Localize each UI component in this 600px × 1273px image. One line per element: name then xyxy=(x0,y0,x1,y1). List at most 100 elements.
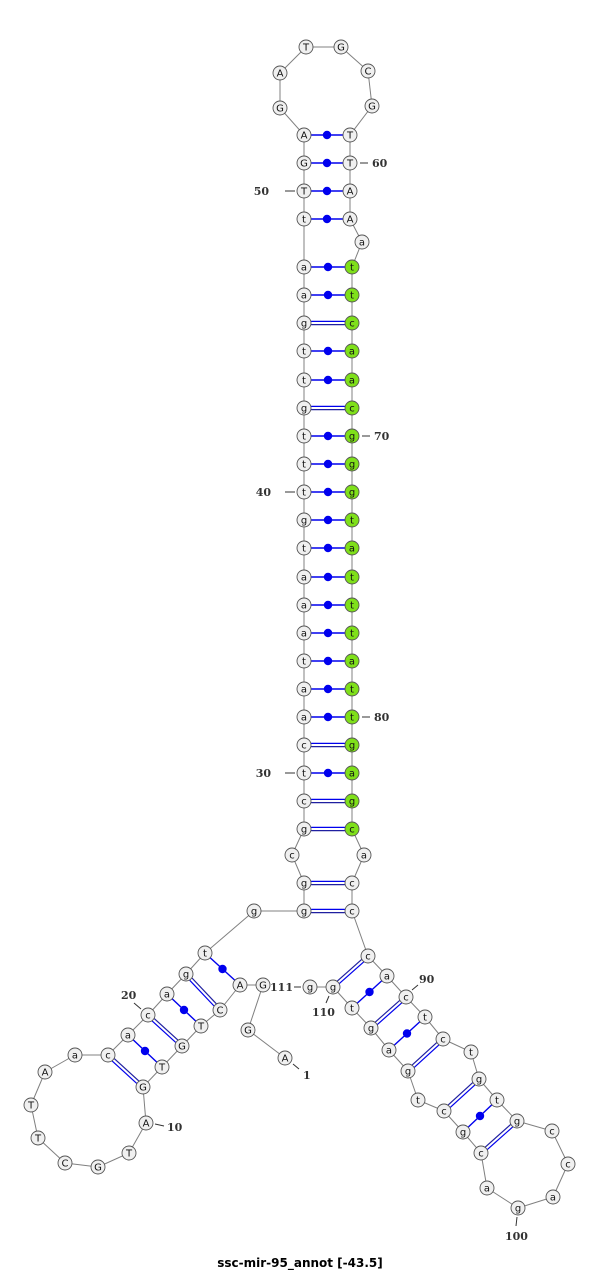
base-pair-wobble xyxy=(311,572,345,582)
pair-dot xyxy=(323,375,333,385)
nucleotide-9: G xyxy=(135,1079,151,1095)
nucleotide-74: a xyxy=(344,540,360,556)
pair-dot xyxy=(323,487,333,497)
base-pair-gc xyxy=(311,880,345,886)
svg-text:g: g xyxy=(307,983,313,994)
svg-text:A: A xyxy=(347,215,354,226)
svg-text:T: T xyxy=(346,131,354,142)
nucleotide-80: t xyxy=(344,709,360,725)
base-pair-wobble xyxy=(311,214,343,224)
backbone-link xyxy=(351,910,369,957)
nucleotide-52: A xyxy=(296,127,312,143)
svg-text:C: C xyxy=(365,67,372,78)
nucleotide-54: A xyxy=(272,65,288,81)
svg-text:A: A xyxy=(301,131,308,142)
pair-dot xyxy=(179,1005,189,1015)
pair-dot xyxy=(475,1111,485,1121)
svg-text:T: T xyxy=(302,43,310,54)
pair-dot xyxy=(323,656,333,666)
nucleotide-18: c xyxy=(100,1047,116,1063)
svg-text:A: A xyxy=(143,1119,150,1130)
svg-text:t: t xyxy=(350,516,354,527)
svg-text:a: a xyxy=(386,1046,392,1057)
svg-text:c: c xyxy=(349,825,355,836)
svg-text:A: A xyxy=(282,1054,289,1065)
nucleotide-78: a xyxy=(344,653,360,669)
nucleotide-28: g xyxy=(296,821,312,837)
nucleotide-63: a xyxy=(354,234,370,250)
nucleotide-105: t xyxy=(410,1092,426,1108)
nucleotide-41: t xyxy=(296,456,312,472)
base-pair-wobble xyxy=(311,768,345,778)
nucleotide-48: a xyxy=(296,259,312,275)
svg-text:t: t xyxy=(302,376,306,387)
svg-text:a: a xyxy=(301,291,307,302)
svg-text:c: c xyxy=(349,319,355,330)
position-label: 20 xyxy=(121,989,137,1002)
nucleotide-77: t xyxy=(344,625,360,641)
base-pair-gc xyxy=(151,1018,179,1043)
svg-text:c: c xyxy=(349,879,355,890)
nucleotide-62: A xyxy=(342,211,358,227)
nucleotide-71: g xyxy=(344,456,360,472)
nucleotide-8: T xyxy=(154,1059,170,1075)
svg-text:g: g xyxy=(460,1128,466,1139)
svg-text:a: a xyxy=(384,972,390,983)
svg-text:t: t xyxy=(350,1004,354,1015)
nucleotide-1: A xyxy=(277,1050,293,1066)
nucleotide-61: A xyxy=(342,183,358,199)
svg-text:G: G xyxy=(139,1083,147,1094)
pair-dot xyxy=(323,712,333,722)
pair-dot xyxy=(323,628,333,638)
pair-dot xyxy=(323,459,333,469)
nucleotide-68: a xyxy=(344,372,360,388)
nucleotide-75: t xyxy=(344,569,360,585)
base-pair-gc xyxy=(311,742,345,748)
pair-dot xyxy=(218,964,227,974)
svg-text:a: a xyxy=(349,544,355,555)
label-tick xyxy=(292,1063,300,1070)
base-pair-wobble xyxy=(132,1039,158,1063)
nucleotide-3: G xyxy=(255,977,271,993)
nucleotide-46: g xyxy=(296,315,312,331)
base-pair-wobble xyxy=(393,1021,421,1046)
label-tick xyxy=(515,1216,518,1227)
svg-text:g: g xyxy=(301,516,307,527)
nucleotide-91: t xyxy=(417,1009,433,1025)
nucleotide-50: T xyxy=(296,183,312,199)
nucleotide-36: a xyxy=(296,597,312,613)
base-pair-wobble xyxy=(311,290,345,300)
svg-text:g: g xyxy=(301,404,307,415)
svg-text:a: a xyxy=(125,1031,131,1042)
nucleotide-58: G xyxy=(364,98,380,114)
nucleotide-40: t xyxy=(296,484,312,500)
nucleotide-11: T xyxy=(121,1145,137,1161)
label-tick xyxy=(133,1002,142,1010)
diagram-title: ssc-mir-95_annot [-43.5] xyxy=(217,1256,383,1270)
base-pair-wobble xyxy=(467,1104,493,1128)
nucleotide-83: g xyxy=(344,793,360,809)
nucleotide-29: c xyxy=(296,793,312,809)
svg-text:T: T xyxy=(125,1149,133,1160)
nucleotide-39: g xyxy=(296,512,312,528)
backbone-link xyxy=(204,910,255,954)
svg-text:A: A xyxy=(42,1068,49,1079)
label-tick xyxy=(325,995,330,1004)
nucleotide-59: T xyxy=(342,127,358,143)
nucleotide-69: c xyxy=(344,400,360,416)
nucleotide-84: c xyxy=(344,821,360,837)
nucleotide-85: a xyxy=(356,847,372,863)
base-pair-wobble xyxy=(311,712,345,722)
base-pair-gc xyxy=(111,1058,140,1084)
nucleotide-5: C xyxy=(212,1002,228,1018)
svg-text:c: c xyxy=(349,404,355,415)
base-pair-gc xyxy=(189,977,217,1007)
nucleotide-76: t xyxy=(344,597,360,613)
svg-text:g: g xyxy=(183,970,189,981)
svg-text:T: T xyxy=(34,1134,42,1145)
nucleotide-51: G xyxy=(296,155,312,171)
svg-text:a: a xyxy=(301,629,307,640)
pair-dot xyxy=(402,1029,412,1038)
nucleotide-95: t xyxy=(489,1092,505,1108)
